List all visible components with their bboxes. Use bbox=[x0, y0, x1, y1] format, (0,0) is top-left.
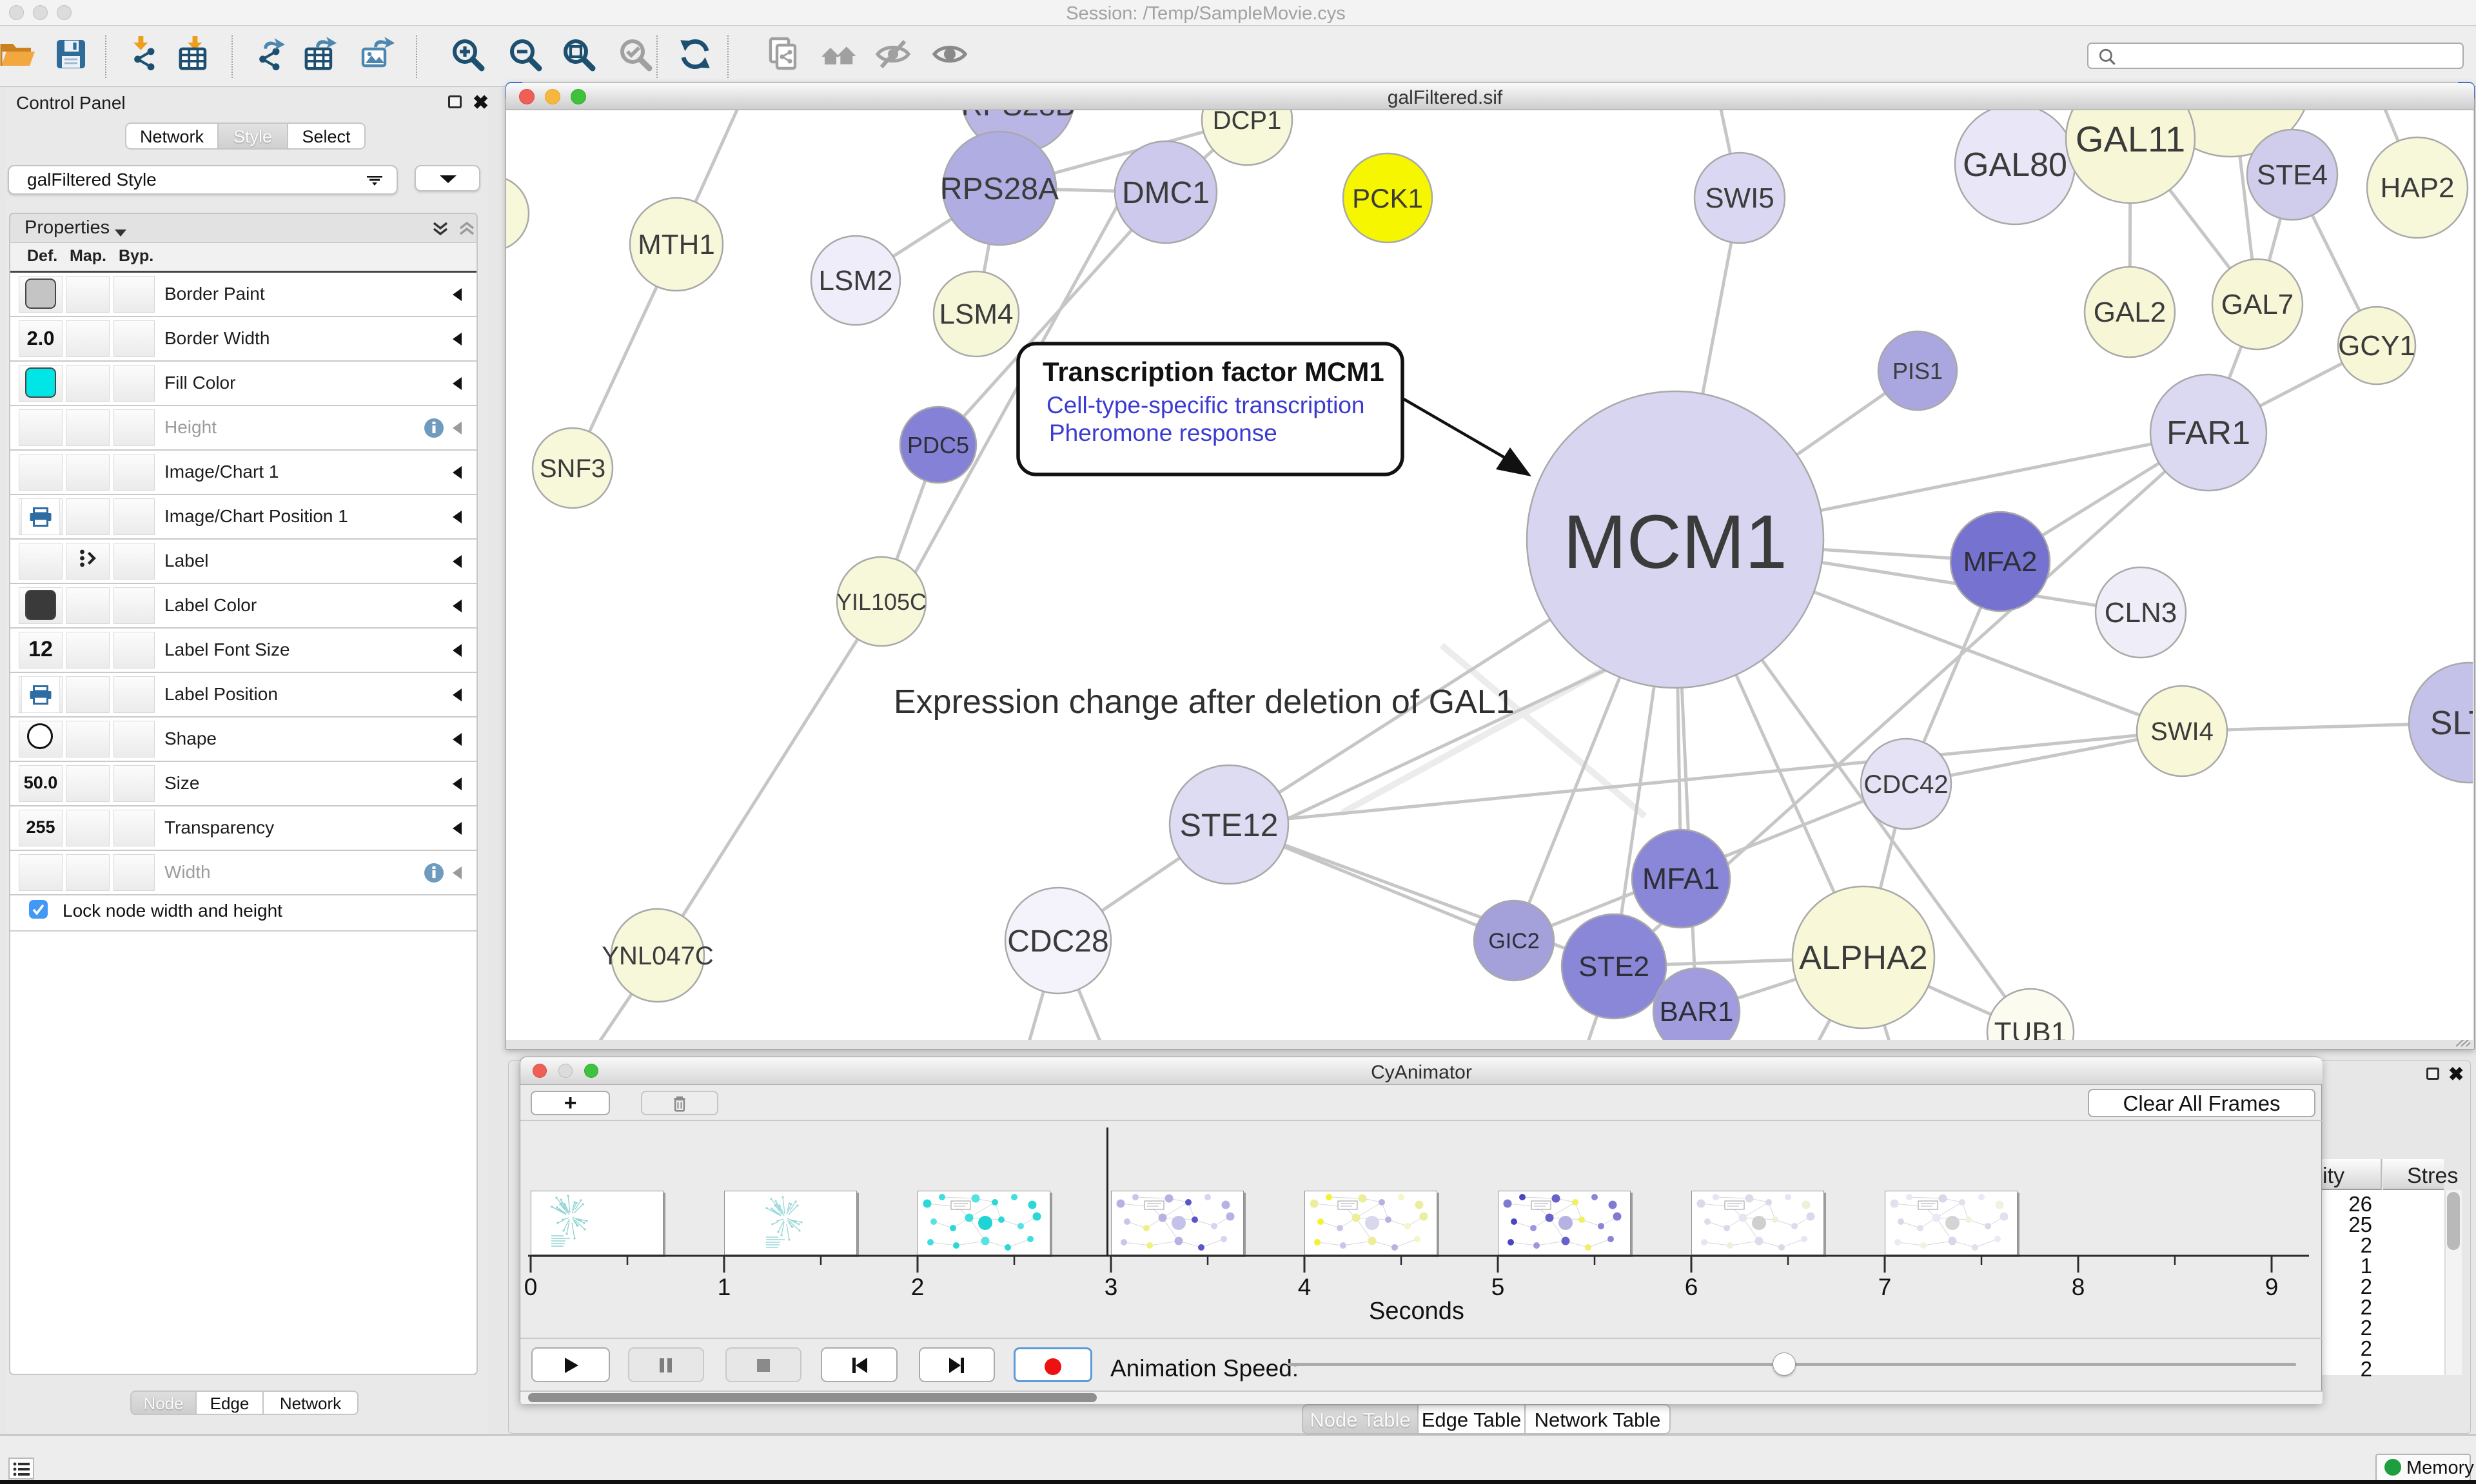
svg-text:RPS28A: RPS28A bbox=[940, 172, 1059, 206]
svg-text:SWI4: SWI4 bbox=[2150, 718, 2214, 746]
svg-text:PDC5: PDC5 bbox=[907, 432, 969, 458]
svg-text:STE2: STE2 bbox=[1578, 951, 1649, 982]
svg-text:Expression change after deleti: Expression change after deletion of GAL1 bbox=[894, 683, 1515, 721]
svg-text:CDC42: CDC42 bbox=[1863, 770, 1948, 799]
svg-text:STE4: STE4 bbox=[2257, 159, 2328, 191]
svg-text:DMC1: DMC1 bbox=[1122, 176, 1210, 210]
svg-text:CDC28: CDC28 bbox=[1007, 924, 1108, 959]
svg-text:BAR1: BAR1 bbox=[1660, 996, 1734, 1028]
svg-text:FAR1: FAR1 bbox=[2166, 415, 2250, 452]
svg-text:PCK1: PCK1 bbox=[1352, 183, 1423, 213]
svg-text:STE12: STE12 bbox=[1180, 807, 1279, 843]
svg-text:TUB1: TUB1 bbox=[1994, 1017, 2067, 1040]
svg-text:YNL047C: YNL047C bbox=[602, 942, 713, 970]
svg-text:ALPHA2: ALPHA2 bbox=[1799, 939, 1927, 977]
svg-text:SNF3: SNF3 bbox=[540, 454, 605, 483]
svg-text:Transcription factor MCM1: Transcription factor MCM1 bbox=[1043, 356, 1384, 387]
svg-text:MFA1: MFA1 bbox=[1642, 862, 1720, 895]
svg-text:SLT2: SLT2 bbox=[2430, 705, 2473, 742]
svg-text:MTH1: MTH1 bbox=[638, 229, 715, 260]
svg-text:CLN3: CLN3 bbox=[2105, 597, 2177, 629]
svg-text:DCP1: DCP1 bbox=[1213, 110, 1282, 135]
svg-text:YIL105C: YIL105C bbox=[836, 589, 927, 615]
svg-text:Cell-type-specific transcripti: Cell-type-specific transcription bbox=[1046, 392, 1365, 418]
svg-text:RPS28B: RPS28B bbox=[961, 110, 1075, 122]
svg-text:LSM4: LSM4 bbox=[939, 298, 1014, 330]
svg-text:GAL7: GAL7 bbox=[2221, 289, 2294, 320]
svg-text:GAL80: GAL80 bbox=[1963, 146, 2067, 184]
svg-text:GAL11: GAL11 bbox=[2076, 119, 2185, 159]
svg-text:GCY1: GCY1 bbox=[2338, 330, 2415, 362]
svg-text:SWI5: SWI5 bbox=[1705, 182, 1774, 214]
svg-text:HAP2: HAP2 bbox=[2381, 172, 2455, 204]
svg-text:PIS1: PIS1 bbox=[1892, 358, 1943, 384]
svg-text:GAL2: GAL2 bbox=[2094, 297, 2166, 328]
svg-text:GIC2: GIC2 bbox=[1488, 929, 1539, 953]
svg-text:Pheromone response: Pheromone response bbox=[1049, 420, 1277, 446]
svg-text:MFA2: MFA2 bbox=[1963, 546, 2038, 578]
svg-text:MCM1: MCM1 bbox=[1563, 500, 1787, 585]
svg-text:LSM2: LSM2 bbox=[819, 265, 893, 297]
